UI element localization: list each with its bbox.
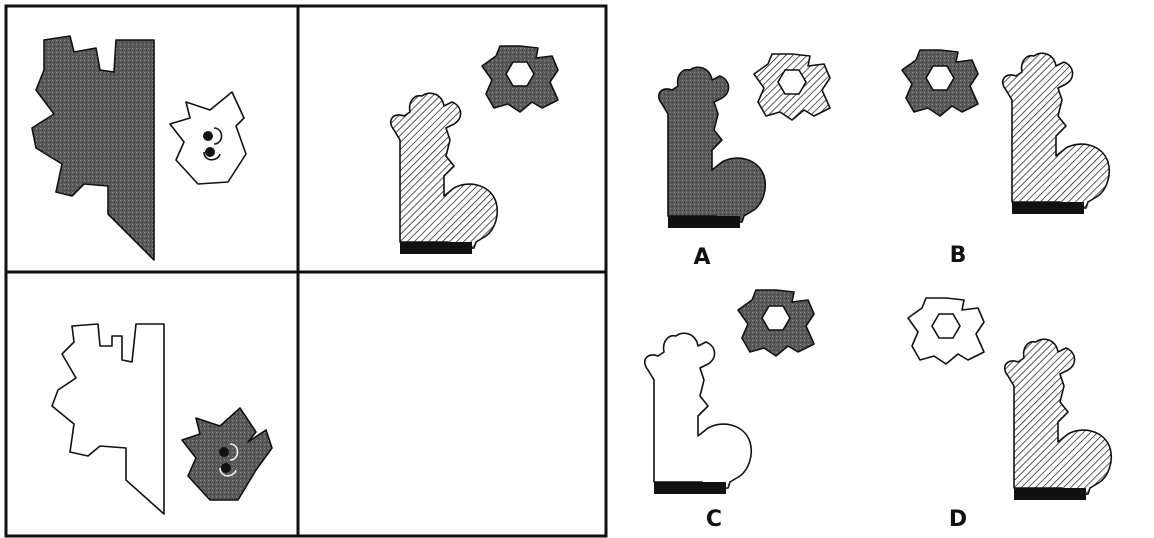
bust-shape-hatched — [391, 93, 498, 250]
option-a[interactable]: A — [659, 54, 830, 270]
hexagon-hole — [762, 306, 790, 330]
bust-shape-dark — [659, 67, 766, 224]
base-bar — [668, 216, 740, 228]
cell-top-right — [391, 46, 558, 254]
base-bar — [654, 482, 726, 494]
option-d[interactable]: D — [908, 298, 1111, 532]
hexagon-hole — [778, 70, 806, 94]
option-c[interactable]: C — [645, 290, 814, 532]
cell-top-left — [32, 36, 246, 260]
base-bar — [1014, 488, 1086, 500]
option-b[interactable]: B — [902, 50, 1109, 268]
hexagon-hole — [926, 66, 954, 90]
hexagon-hole — [506, 62, 534, 86]
hexagon-hole — [932, 314, 960, 338]
option-label-d: D — [949, 507, 967, 532]
bust-shape-white — [645, 333, 752, 490]
puzzle-grid — [6, 6, 606, 536]
option-label-a: A — [693, 245, 710, 270]
base-bar — [1012, 202, 1084, 214]
option-label-c: C — [706, 507, 722, 532]
cell-bottom-left — [52, 324, 272, 514]
option-label-b: B — [950, 243, 967, 268]
base-bar — [400, 242, 472, 254]
bust-shape-hatched — [1003, 53, 1110, 210]
bust-shape-hatched — [1005, 339, 1112, 496]
tower-shape-dark — [32, 36, 154, 260]
tower-shape-white — [52, 324, 164, 514]
